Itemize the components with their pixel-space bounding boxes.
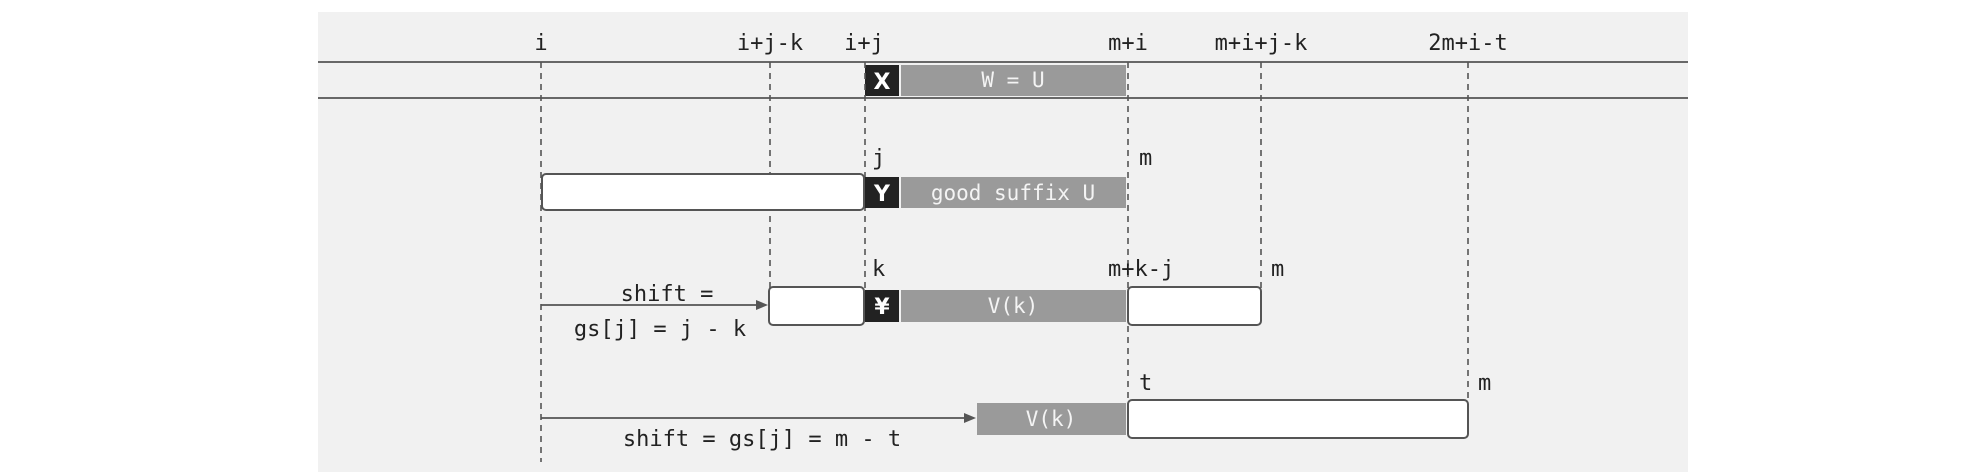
text-mismatch-char-box — [865, 65, 899, 96]
label-t: t — [1139, 371, 1152, 396]
text-mismatch-char: X — [874, 70, 891, 95]
shift2-arrowhead — [964, 413, 976, 423]
text-match-block — [901, 65, 1126, 96]
shift1-mismatch-char-box — [865, 290, 899, 322]
label-m-pattern: m — [1139, 146, 1152, 171]
shift2-pattern-box — [1127, 399, 1469, 439]
shift1-vk-block — [901, 290, 1126, 322]
text-row: i i+j-k i+j m+i m+i+j-k 2m+i-t X W = U — [318, 31, 1688, 99]
good-suffix-label: good suffix U — [931, 181, 1095, 205]
label-2m-plus-i-minus-t: 2m+i-t — [1428, 31, 1507, 56]
shift1-suffix-box — [1127, 286, 1262, 326]
label-m-plus-i-plus-j-minus-k: m+i+j-k — [1215, 31, 1308, 56]
pattern-row: j m Y good suffix U — [541, 146, 1152, 211]
shift1-arrowhead — [756, 300, 768, 310]
label-i-plus-j: i+j — [844, 31, 884, 56]
pattern-mismatch-char-box — [865, 177, 899, 208]
pattern-mismatch-char: Y — [873, 182, 891, 207]
label-m-plus-k-minus-j: m+k-j — [1108, 257, 1174, 282]
shift1-row: k m+k-j m shift = gs[j] = j - k ¥ V(k) — [541, 257, 1284, 342]
shift2-row: t m shift = gs[j] = m - t V(k) — [541, 371, 1491, 452]
shift1-vk-label: V(k) — [988, 294, 1039, 318]
shift1-label-line2: gs[j] = j - k — [574, 317, 746, 342]
guide-lines — [540, 62, 1469, 462]
label-i: i — [534, 31, 547, 56]
good-suffix-block — [901, 177, 1126, 208]
label-i-plus-j-minus-k: i+j-k — [737, 31, 803, 56]
label-m-shift2: m — [1478, 371, 1491, 396]
shift1-mismatch-char: ¥ — [874, 295, 890, 320]
label-k: k — [872, 257, 885, 282]
text-match-label: W = U — [981, 68, 1044, 92]
pattern-prefix-box — [541, 173, 865, 211]
shift2-label: shift = gs[j] = m - t — [623, 427, 901, 452]
shift1-label-line1: shift = — [621, 282, 714, 307]
shift1-prefix-box — [768, 286, 865, 326]
label-j: j — [872, 146, 885, 171]
label-m-shift1: m — [1271, 257, 1284, 282]
shift2-vk-label: V(k) — [1026, 407, 1077, 431]
label-m-plus-i: m+i — [1108, 31, 1148, 56]
shift2-vk-block — [977, 403, 1126, 435]
